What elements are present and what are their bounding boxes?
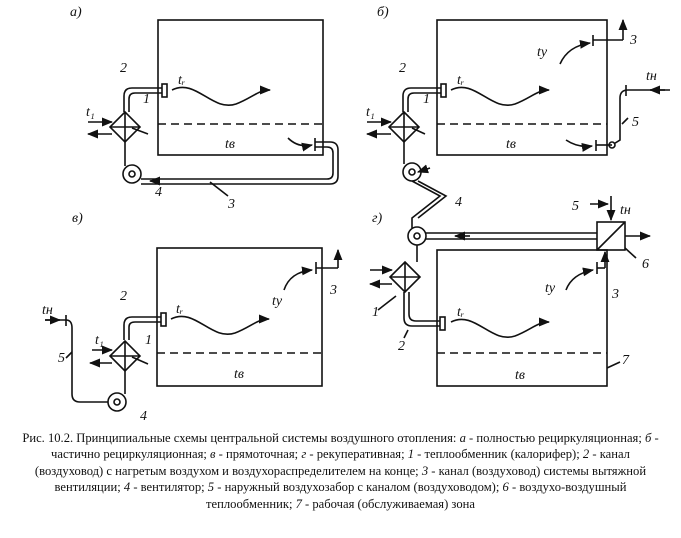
label-g-ty: tу <box>545 281 556 296</box>
figure-caption: Рис. 10.2. Принципиальные схемы централь… <box>18 430 663 512</box>
supply-duct-g <box>403 292 440 327</box>
label-b-tv: tв <box>506 137 516 152</box>
caption-key: 5 <box>207 480 215 495</box>
caption-key: 7 <box>295 496 302 511</box>
caption-text: - рабочая (обслуживаемая) зона <box>301 496 475 511</box>
air-distributor-g <box>439 316 446 331</box>
label-g-7: 7 <box>622 353 630 368</box>
warm-air-flow-g <box>450 317 551 339</box>
recirculation-duct-a <box>141 141 339 185</box>
panel-a <box>86 19 339 197</box>
label-v-4: 4 <box>140 409 147 424</box>
label-g-2: 2 <box>398 339 405 354</box>
caption-text: - теплообменник (калорифер); <box>414 447 583 462</box>
exhaust-flow-v <box>283 266 314 291</box>
recirc-flow-b <box>565 139 594 152</box>
label-b-ty: tу <box>537 45 548 60</box>
label-a-2: 2 <box>120 61 127 76</box>
recirculation-duct-a-inner <box>141 146 334 180</box>
caption-text: - частично рециркуляционная; <box>51 431 659 462</box>
label-v-ty: tу <box>272 294 283 309</box>
caption-key: а <box>459 431 466 445</box>
caption-text: - прямоточная; <box>215 447 302 462</box>
label-v-3: 3 <box>329 283 337 298</box>
panel-v-tag: в) <box>72 211 83 226</box>
caption-key: 1 <box>407 447 415 462</box>
label-a-tg: tᵣ <box>178 73 185 88</box>
panel-v <box>45 247 343 412</box>
label-b-t1: t₁ <box>366 105 375 120</box>
label-a-1: 1 <box>143 92 150 107</box>
label-v-t1: t₁ <box>95 333 104 348</box>
caption-key: 6 <box>502 480 509 495</box>
label-b-2: 2 <box>399 61 406 76</box>
air-distributor-a <box>161 83 168 98</box>
label-shared-4: 4 <box>455 195 462 210</box>
label-g-tv: tв <box>515 368 525 383</box>
label-a-3: 3 <box>227 197 235 212</box>
outdoor-intake-b <box>611 89 670 146</box>
caption-key: в <box>210 447 216 462</box>
label-g-3: 3 <box>611 287 619 302</box>
label-v-tg: tᵣ <box>176 302 183 317</box>
caption-key: 3 <box>421 463 429 478</box>
label-g-tg: tᵣ <box>457 305 464 320</box>
caption-key: 4 <box>123 480 131 495</box>
label-b-tg: tᵣ <box>457 73 464 88</box>
caption-text: - наружный воздухозабор с каналом (возду… <box>214 480 503 495</box>
label-v-1: 1 <box>145 333 152 348</box>
caption-title: Рис. 10.2. Принципиальные схемы централь… <box>22 431 460 445</box>
caption-text: - рекуперативная; <box>306 447 408 462</box>
warm-air-flow-v <box>170 314 271 336</box>
caption-items: а - полностью рециркуляционная; б - част… <box>35 431 659 511</box>
air-distributor-v <box>160 312 167 327</box>
heating-schemes-figure: а) t₁ tᵣ tв 1 2 3 4 б) t₁ tᵣ tу tн tв 1 … <box>42 5 670 424</box>
supply-duct-a <box>123 87 162 112</box>
panel-b <box>365 18 670 182</box>
fan-a <box>122 164 142 184</box>
caption-key: 2 <box>582 447 590 462</box>
label-v-tn: tн <box>42 303 53 318</box>
outdoor-intake-v <box>45 319 108 403</box>
fan-v <box>107 392 127 412</box>
label-v-tv: tв <box>234 367 244 382</box>
exhaust-flow-g <box>565 267 595 291</box>
shared-duct-4 <box>411 180 442 228</box>
room-g <box>436 249 608 387</box>
warm-air-flow-a <box>171 85 272 107</box>
panel-b-tag: б) <box>377 5 389 20</box>
caption-text: - канал (воздуховод) системы вытяжной ве… <box>54 463 647 495</box>
label-g-5: 5 <box>572 199 579 214</box>
caption-text: - канал (воздуховод) с нагретым воздухом… <box>34 447 630 478</box>
label-b-tn: tн <box>646 69 657 84</box>
warm-air-flow-b <box>450 85 551 107</box>
supply-duct-b <box>402 87 441 112</box>
label-b-1: 1 <box>423 92 430 107</box>
supply-duct-v <box>123 316 161 340</box>
label-v-5: 5 <box>58 351 65 366</box>
air-distributor-b <box>440 83 447 98</box>
exhaust-flow-b <box>559 39 592 65</box>
panel-a-tag: а) <box>70 5 82 20</box>
caption-text: - вентилятор; <box>130 480 208 495</box>
caption-key: б <box>644 431 652 445</box>
fan-g <box>407 226 427 246</box>
label-a-tv: tв <box>225 137 235 152</box>
caption-text: - полностью рециркуляционная; <box>465 431 645 445</box>
panel-g-tag: г) <box>372 211 382 226</box>
label-g-1: 1 <box>372 305 379 320</box>
exhaust-flow-a <box>287 137 314 152</box>
label-g-6: 6 <box>642 257 649 272</box>
supply-duct-a-inner <box>128 92 162 112</box>
label-g-tn: tн <box>620 203 631 218</box>
label-a-t1: t₁ <box>86 105 95 120</box>
caption-key: г <box>301 447 307 462</box>
label-b-3: 3 <box>629 33 637 48</box>
label-v-2: 2 <box>120 289 127 304</box>
label-b-5: 5 <box>632 115 639 130</box>
panel-g <box>368 196 652 387</box>
caption-text: - воздухо-воздушный теплообменник; <box>206 480 627 511</box>
label-a-4: 4 <box>155 185 162 200</box>
